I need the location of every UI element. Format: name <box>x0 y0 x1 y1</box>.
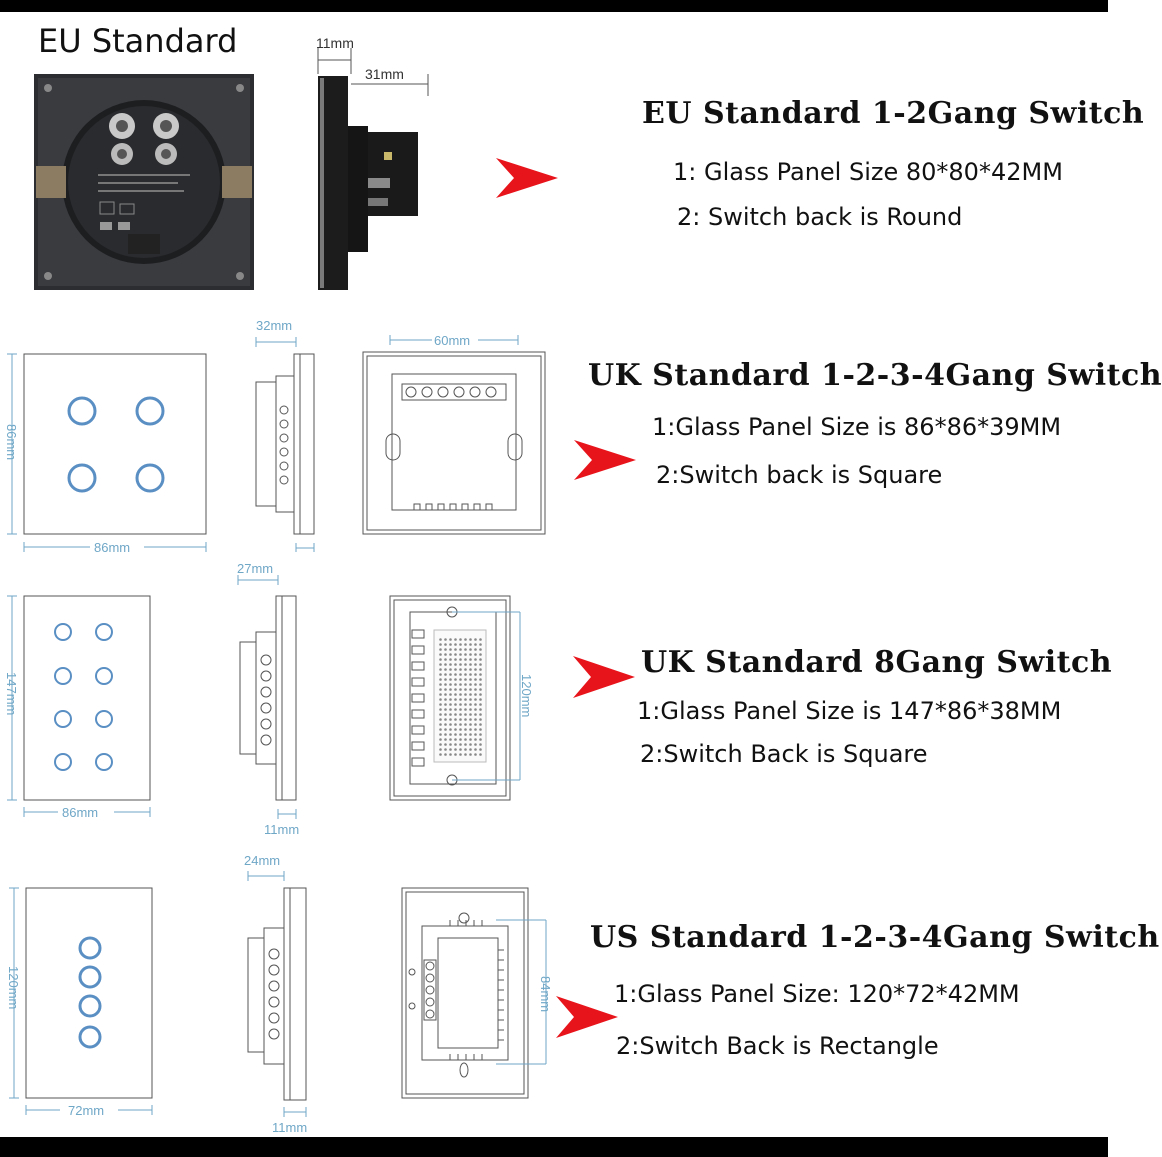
eu-section-heading: EU Standard 1-2Gang Switch <box>642 96 1145 131</box>
us-width-label: 72mm <box>68 1103 105 1118</box>
uk8-section-heading: UK Standard 8Gang Switch <box>641 645 1113 680</box>
us-section-heading: US Standard 1-2-3-4Gang Switch <box>590 920 1160 955</box>
us-depth-label: 24mm <box>244 853 281 868</box>
uk4-depth-label: 32mm <box>256 318 293 333</box>
uk4-back-view <box>362 335 546 535</box>
uk8-arrow-icon <box>573 656 635 698</box>
eu-spec-back-shape: 2: Switch back is Round <box>677 203 963 231</box>
uk4-front-view <box>7 353 207 552</box>
us-arrow-icon <box>556 996 618 1038</box>
uk8-spec-panel-size: 1:Glass Panel Size is 147*86*38MM <box>637 697 1062 725</box>
eu-switch-side-view <box>317 48 429 290</box>
us-back-view <box>401 887 547 1099</box>
us-front-view <box>9 887 153 1115</box>
uk8-front-view <box>7 595 151 817</box>
uk4-height-label: 86mm <box>4 424 19 461</box>
uk4-spec-back-shape: 2:Switch back is Square <box>656 461 943 489</box>
us-spec-back-shape: 2:Switch Back is Rectangle <box>616 1032 939 1060</box>
uk8-spec-back-shape: 2:Switch Back is Square <box>640 740 928 768</box>
uk4-spec-panel-size: 1:Glass Panel Size is 86*86*39MM <box>652 413 1062 441</box>
uk4-section-heading: UK Standard 1-2-3-4Gang Switch <box>588 358 1162 393</box>
eu-depth-top-label: 11mm <box>316 35 354 51</box>
eu-depth-total-label: 31mm <box>365 66 404 82</box>
us-height-label: 120mm <box>6 966 21 1010</box>
uk8-back-view <box>389 595 521 801</box>
uk4-width-label: 86mm <box>94 540 131 555</box>
uk8-height-label: 147mm <box>4 672 19 716</box>
eu-arrow-icon <box>496 158 558 198</box>
uk8-side-view <box>237 575 297 819</box>
eu-standard-label: EU Standard <box>38 22 238 60</box>
us-back-height-label: 84mm <box>538 976 553 1013</box>
uk8-depth-label: 27mm <box>237 561 274 576</box>
uk4-back-width-label: 60mm <box>434 333 471 348</box>
us-panel-label: 11mm <box>272 1120 308 1135</box>
bottom-frame-bar <box>0 1137 1108 1157</box>
uk8-back-height-label: 120mm <box>519 674 534 718</box>
eu-spec-panel-size: 1: Glass Panel Size 80*80*42MM <box>673 158 1063 186</box>
uk4-arrow-icon <box>574 440 636 480</box>
eu-switch-back-photo <box>34 74 254 290</box>
uk4-side-view <box>255 337 315 552</box>
us-side-view <box>247 871 307 1117</box>
top-frame-bar <box>0 0 1108 12</box>
uk8-width-label: 86mm <box>62 805 99 820</box>
us-spec-panel-size: 1:Glass Panel Size: 120*72*42MM <box>614 980 1020 1008</box>
uk8-panel-label: 11mm <box>264 822 300 837</box>
